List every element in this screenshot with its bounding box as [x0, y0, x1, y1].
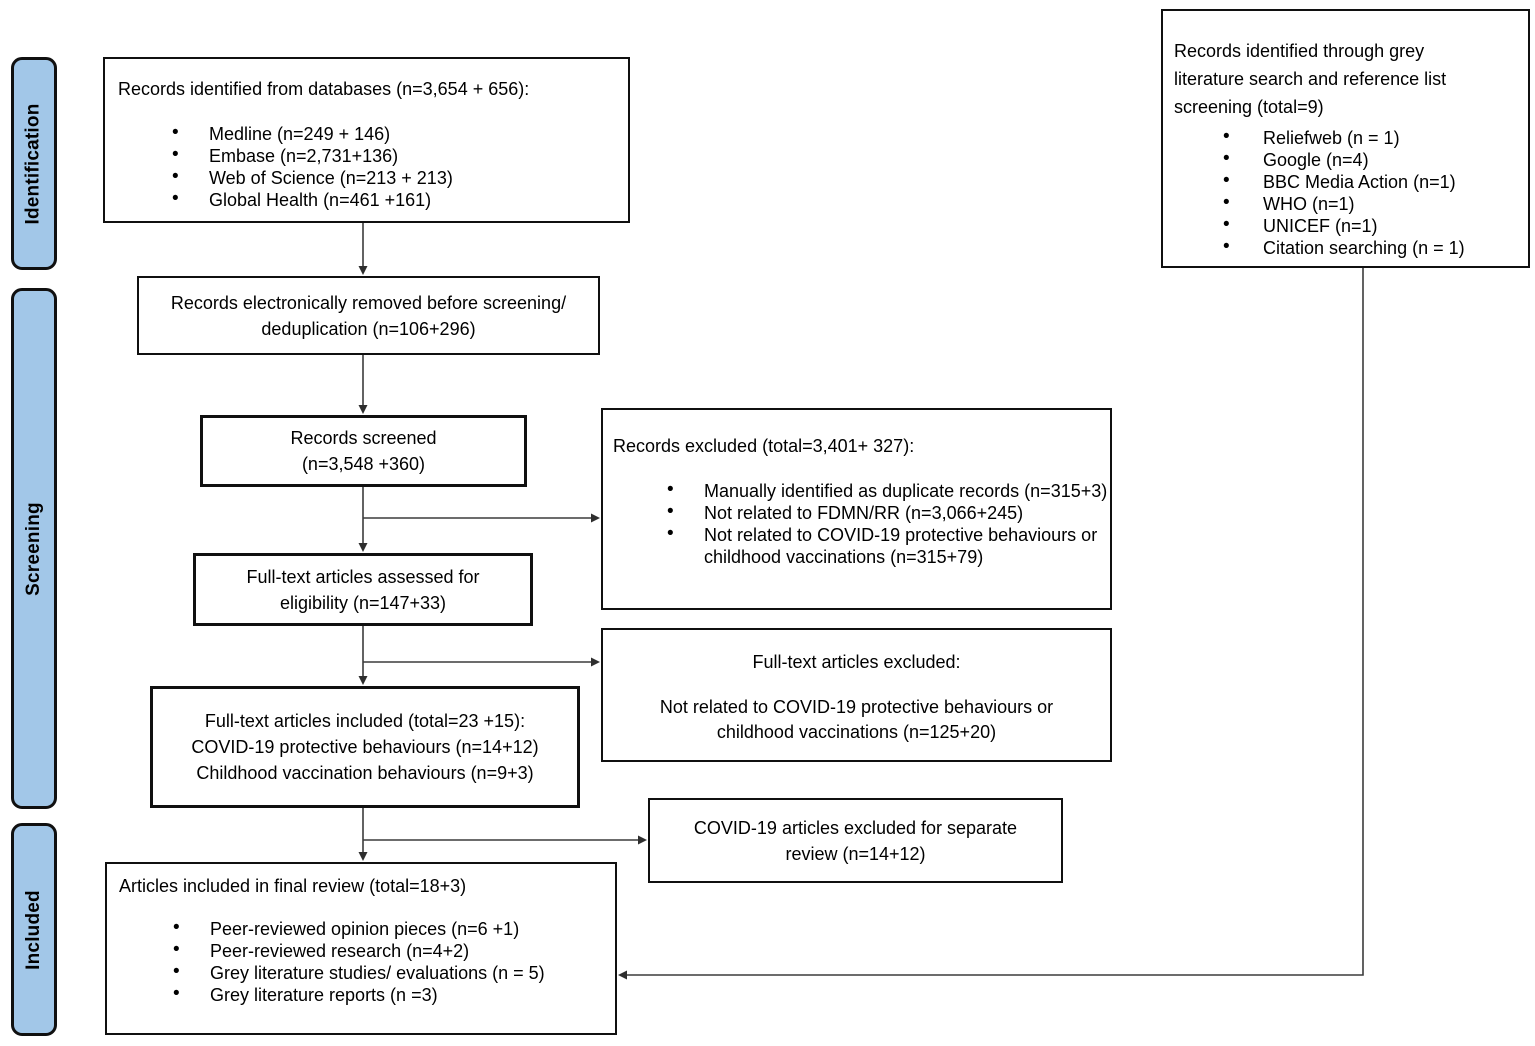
stage-identification: Identification — [11, 57, 57, 270]
box-records-removed: Records electronically removed before sc… — [137, 276, 600, 355]
box-fulltext-assessed: Full-text articles assessed for eligibil… — [193, 553, 533, 626]
arrow-databases-to-removed — [358, 223, 368, 275]
bullet-item: Grey literature reports (n =3) — [119, 983, 605, 1006]
box-records-removed-line2: deduplication (n=106+296) — [261, 318, 476, 339]
stage-screening: Screening — [11, 288, 57, 809]
bullet-item: BBC Media Action (n=1) — [1174, 170, 1518, 193]
box-fulltext-included-line1: Full-text articles included (total=23 +1… — [204, 711, 526, 731]
box-fulltext-excluded-body: Not related to COVID-19 protective behav… — [659, 697, 1054, 742]
bullet-item: Peer-reviewed opinion pieces (n=6 +1) — [119, 917, 605, 940]
stage-screening-label: Screening — [23, 501, 45, 596]
box-fulltext-included-line3: Childhood vaccination behaviours (n=9+3) — [196, 763, 534, 783]
box-records-excluded-title: Records excluded (total=3,401+ 327): — [613, 436, 915, 456]
box-fulltext-excluded: Full-text articles excluded: Not related… — [601, 628, 1112, 762]
bullet-item: Grey literature studies/ evaluations (n … — [119, 961, 605, 984]
bullet-item: Google (n=4) — [1174, 148, 1518, 171]
stage-identification-label: Identification — [23, 102, 44, 225]
box-final-review: Articles included in final review (total… — [105, 862, 617, 1035]
box-records-removed-line1: Records electronically removed before sc… — [170, 292, 567, 313]
box-fulltext-included-line2: COVID-19 protective behaviours (n=14+12) — [191, 737, 539, 757]
bullet-item: Manually identified as duplicate records… — [613, 479, 1113, 502]
box-fulltext-assessed-line1: Full-text articles assessed for — [246, 566, 480, 587]
box-covid-excluded-text: COVID-19 articles excluded for separate … — [693, 817, 1018, 864]
bullet-item: Embase (n=2,731+136) — [118, 144, 618, 167]
box-records-excluded: Records excluded (total=3,401+ 327): Man… — [601, 408, 1112, 610]
bullet-item: Not related to COVID-19 protective behav… — [613, 523, 1113, 568]
stage-included-label: Included — [23, 889, 44, 970]
grey-literature-bullet-list: Reliefweb (n = 1) Google (n=4) BBC Media… — [1174, 126, 1518, 259]
arrow-included-to-covid-excluded — [363, 835, 647, 845]
box-fulltext-included: Full-text articles included (total=23 +1… — [150, 686, 580, 808]
box-records-screened: Records screened (n=3,548 +360) — [200, 415, 527, 487]
bullet-item: Not related to FDMN/RR (n=3,066+245) — [613, 501, 1113, 524]
box-records-identified-databases: Records identified from databases (n=3,6… — [103, 57, 630, 223]
box-records-identified-databases-title: Records identified from databases (n=3,6… — [118, 79, 530, 99]
arrow-screened-to-records-excluded — [363, 513, 600, 523]
bullet-item: UNICEF (n=1) — [1174, 214, 1518, 237]
box-grey-literature-title: Records identified through grey literatu… — [1174, 41, 1447, 117]
bullet-item: Peer-reviewed research (n=4+2) — [119, 939, 605, 962]
bullet-item: WHO (n=1) — [1174, 192, 1518, 215]
box-fulltext-excluded-heading: Full-text articles excluded: — [752, 652, 961, 672]
records-excluded-bullet-list: Manually identified as duplicate records… — [613, 479, 1113, 568]
box-records-screened-line1: Records screened — [290, 428, 437, 448]
bullet-item: Global Health (n=461 +161) — [118, 188, 618, 211]
bullet-item: Medline (n=249 + 146) — [118, 122, 618, 145]
box-records-screened-line2: (n=3,548 +360) — [301, 454, 426, 474]
bullet-item: Reliefweb (n = 1) — [1174, 126, 1518, 149]
stage-included: Included — [11, 823, 57, 1036]
arrow-included-to-final-review — [358, 808, 368, 861]
arrow-removed-to-screened — [358, 355, 368, 414]
arrow-screened-to-assessed — [358, 487, 368, 552]
final-review-bullet-list: Peer-reviewed opinion pieces (n=6 +1) Pe… — [119, 917, 605, 1006]
box-covid-excluded: COVID-19 articles excluded for separate … — [648, 798, 1063, 883]
box-final-review-title: Articles included in final review (total… — [119, 876, 467, 896]
bullet-item: Web of Science (n=213 + 213) — [118, 166, 618, 189]
arrow-assessed-to-fulltext-excluded — [363, 657, 600, 667]
arrow-assessed-to-included — [358, 626, 368, 685]
box-fulltext-assessed-line2: eligibility (n=147+33) — [279, 592, 447, 613]
bullet-item: Citation searching (n = 1) — [1174, 236, 1518, 259]
databases-bullet-list: Medline (n=249 + 146) Embase (n=2,731+13… — [118, 122, 618, 211]
box-grey-literature: Records identified through grey literatu… — [1161, 9, 1530, 268]
